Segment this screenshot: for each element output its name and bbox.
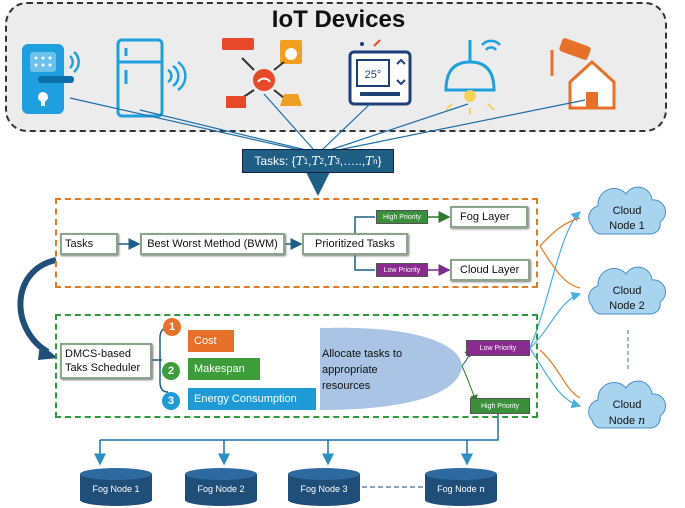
low-priority-badge: Low Priority bbox=[376, 263, 428, 277]
thermostat-reading: 25° bbox=[365, 69, 382, 81]
prioritized-tasks-node: Prioritized Tasks bbox=[302, 233, 408, 255]
fog-node-1-label: Fog Node 1 bbox=[92, 484, 140, 494]
fog-node-2 bbox=[185, 468, 257, 506]
fog-node-3 bbox=[288, 468, 360, 506]
cloud-layer-node: Cloud Layer bbox=[450, 259, 530, 281]
high-priority-badge: High Priority bbox=[376, 210, 428, 224]
cloud-node-1 bbox=[588, 186, 666, 235]
iot-title: IoT Devices bbox=[271, 6, 406, 33]
fog-node-2-label: Fog Node 2 bbox=[197, 484, 245, 494]
priority-flow-arrows bbox=[118, 216, 375, 271]
scheduler-high-priority-badge: High Priority bbox=[470, 398, 530, 414]
tasks-node: Tasks bbox=[60, 233, 118, 255]
allocate-shape bbox=[320, 327, 462, 410]
dmcs-scheduler-node: DMCS-based Taks Scheduler bbox=[60, 343, 152, 379]
smart-lamp-icon bbox=[444, 39, 501, 114]
fog-dispatch-lines bbox=[94, 414, 499, 466]
criterion-number-1: 1 bbox=[163, 318, 181, 336]
scheduler-low-priority-badge: Low Priority bbox=[466, 340, 530, 356]
scheduling-section bbox=[55, 314, 538, 418]
smart-lock-icon bbox=[22, 44, 80, 114]
cloud-layer-lines bbox=[539, 217, 581, 399]
iot-devices-panel bbox=[5, 2, 667, 132]
fog-node-3-label: Fog Node 3 bbox=[300, 484, 348, 494]
security-camera-home-icon bbox=[550, 38, 616, 110]
cloud-node-n bbox=[588, 380, 666, 429]
smart-appliances-icon bbox=[222, 38, 302, 108]
fog-layer-node: Fog Layer bbox=[450, 206, 528, 228]
criterion-energy: Energy Consumption bbox=[188, 388, 316, 410]
fog-node-1 bbox=[80, 468, 152, 506]
criterion-number-2: 2 bbox=[162, 362, 180, 380]
fog-node-n bbox=[425, 468, 497, 506]
criterion-number-3: 3 bbox=[162, 392, 180, 410]
refrigerator-icon bbox=[116, 38, 187, 118]
cloud-node-2 bbox=[588, 266, 666, 315]
criterion-makespan: Makespan bbox=[188, 358, 260, 380]
thermostat-icon: 25° bbox=[348, 39, 412, 106]
fog-node-n-label: Fog Node n bbox=[437, 484, 485, 495]
prioritization-section bbox=[55, 198, 538, 288]
allocate-text: Allocate tasks to appropriate resources bbox=[322, 348, 403, 392]
curved-flow-arrowhead bbox=[38, 344, 58, 360]
bwm-node: Best Worst Method (BWM) bbox=[140, 233, 285, 255]
criterion-cost: Cost bbox=[188, 330, 234, 352]
device-connector-lines bbox=[69, 93, 586, 151]
curved-flow-arrow bbox=[17, 257, 57, 355]
